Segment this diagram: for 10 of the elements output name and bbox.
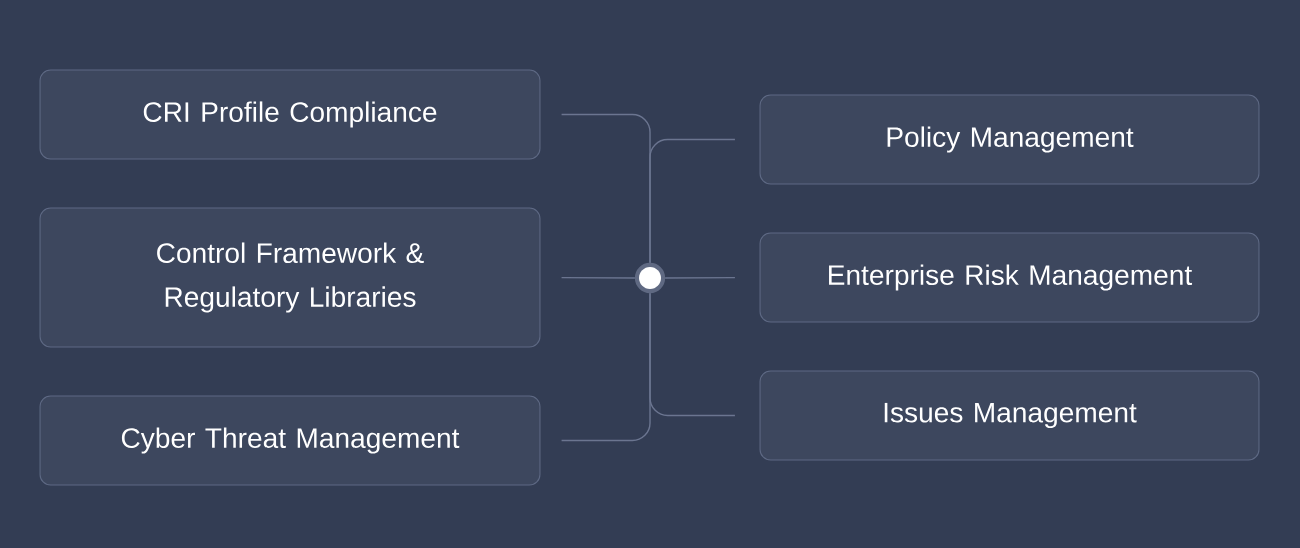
module-box: Control Framework & Regulatory Libraries	[39, 207, 541, 348]
module-box: Cyber Threat Management	[39, 395, 541, 486]
connector-line	[664, 276, 736, 279]
module-box: Enterprise Risk Management	[759, 232, 1260, 323]
connector-line	[649, 292, 736, 417]
module-box: Policy Management	[759, 94, 1260, 185]
module-box: Issues Management	[759, 370, 1260, 461]
module-box: CRI Profile Compliance	[39, 69, 541, 160]
connector-line	[649, 138, 736, 264]
connector-line	[560, 276, 636, 279]
